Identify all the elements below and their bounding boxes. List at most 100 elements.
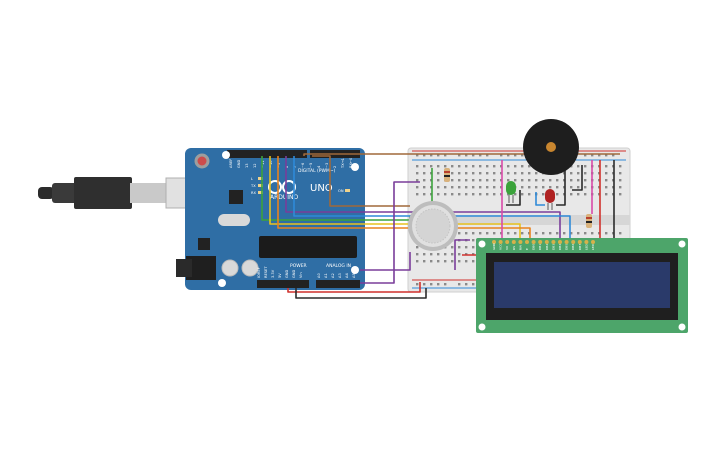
wire[interactable] (572, 165, 583, 191)
breadboard-hole (507, 232, 510, 235)
breadboard-hole (584, 172, 587, 175)
pin-label: TX→1 (341, 158, 345, 169)
green-led[interactable] (506, 181, 516, 203)
arduino-board[interactable]: ARDUINO UNO DIGITAL (PWM~) POWER ANALOG … (176, 148, 365, 290)
lcd-pin-label: DB6 (571, 244, 575, 250)
breadboard-hole (465, 172, 468, 175)
breadboard-hole (521, 165, 524, 168)
breadboard-hole (577, 179, 580, 182)
rail-hole (500, 154, 503, 157)
status-led (258, 191, 263, 194)
breadboard-hole (584, 179, 587, 182)
infinity-logo-icon (268, 180, 282, 194)
pin-label: RESET (264, 266, 268, 278)
wire[interactable] (295, 288, 427, 299)
power-header (257, 280, 309, 288)
rail-hole (605, 154, 608, 157)
lcd-mount-hole (678, 323, 686, 331)
breadboard-hole (528, 165, 531, 168)
pin-label: 8 (285, 165, 289, 168)
wire[interactable] (535, 192, 545, 206)
breadboard-hole (465, 165, 468, 168)
pin-label: ~3 (325, 163, 329, 168)
gas-sensor[interactable] (408, 201, 458, 251)
red-led[interactable] (545, 189, 555, 210)
breadboard-hole (416, 193, 419, 196)
breadboard-hole (416, 165, 419, 168)
pin-label: 13 (245, 163, 249, 168)
breadboard-hole (507, 179, 510, 182)
breadboard-hole (577, 232, 580, 235)
breadboard-hole (549, 186, 552, 189)
analog-header-label: ANALOG IN (326, 263, 351, 269)
lcd-pin-label: LED (591, 243, 595, 250)
lcd-pin (518, 240, 523, 244)
breadboard-hole (437, 179, 440, 182)
rail-hole (423, 154, 426, 157)
breadboard-hole (451, 172, 454, 175)
rail-hole (458, 154, 461, 157)
breadboard-hole (577, 186, 580, 189)
breadboard-hole (423, 253, 426, 256)
breadboard-hole (465, 260, 468, 263)
breadboard-hole (479, 193, 482, 196)
breadboard-hole (577, 193, 580, 196)
resistor-1[interactable] (444, 168, 450, 182)
rail-hole (486, 154, 489, 157)
lcd-mount-hole (478, 323, 486, 331)
breadboard-hole (472, 232, 475, 235)
breadboard-hole (507, 172, 510, 175)
pin-label: ~10 (269, 160, 273, 168)
pin-label: ~9 (277, 162, 281, 168)
lcd-pin-label: DB0 (532, 244, 536, 250)
breadboard-hole (458, 253, 461, 256)
breadboard-hole (493, 186, 496, 189)
wire[interactable] (269, 156, 521, 240)
resistor-2[interactable] (586, 214, 592, 228)
breadboard-hole (493, 172, 496, 175)
wire[interactable] (360, 181, 420, 284)
wire[interactable] (506, 190, 521, 206)
lcd-mount-hole (678, 240, 686, 248)
breadboard-hole (423, 260, 426, 263)
breadboard-hole (472, 165, 475, 168)
breadboard-hole (549, 232, 552, 235)
breadboard-hole (521, 193, 524, 196)
usb-chip (229, 190, 243, 204)
breadboard-hole (605, 186, 608, 189)
breadboard-hole (423, 193, 426, 196)
breadboard-hole (458, 172, 461, 175)
lcd-pin (498, 240, 503, 244)
wire[interactable] (556, 165, 566, 206)
breadboard-hole (451, 246, 454, 249)
lcd-pin-label: VCC (499, 244, 503, 250)
breadboard-hole (493, 232, 496, 235)
wire[interactable] (454, 239, 470, 270)
status-led (345, 189, 350, 192)
wire[interactable] (303, 153, 620, 156)
rail-hole (430, 283, 433, 286)
wire[interactable] (277, 156, 531, 240)
breadboard-hole (619, 165, 622, 168)
wire[interactable] (360, 252, 411, 271)
breadboard-hole (458, 260, 461, 263)
lcd-pin (577, 240, 582, 244)
breadboard-hole (570, 186, 573, 189)
reset-button[interactable] (194, 153, 210, 169)
lcd-pin (544, 240, 549, 244)
wire[interactable] (312, 155, 410, 207)
breadboard-hole (472, 239, 475, 242)
pin-label: 4 (317, 165, 321, 168)
wire[interactable] (287, 282, 421, 293)
lcd-pin (558, 240, 562, 244)
lcd-pin (591, 240, 595, 244)
rail-hole (430, 154, 433, 157)
piezo-buzzer[interactable] (523, 119, 579, 175)
breadboard-hole (507, 193, 510, 196)
rail-hole (444, 283, 447, 286)
analog-header (316, 280, 360, 288)
breadboard-hole (605, 193, 608, 196)
breadboard-hole (451, 186, 454, 189)
